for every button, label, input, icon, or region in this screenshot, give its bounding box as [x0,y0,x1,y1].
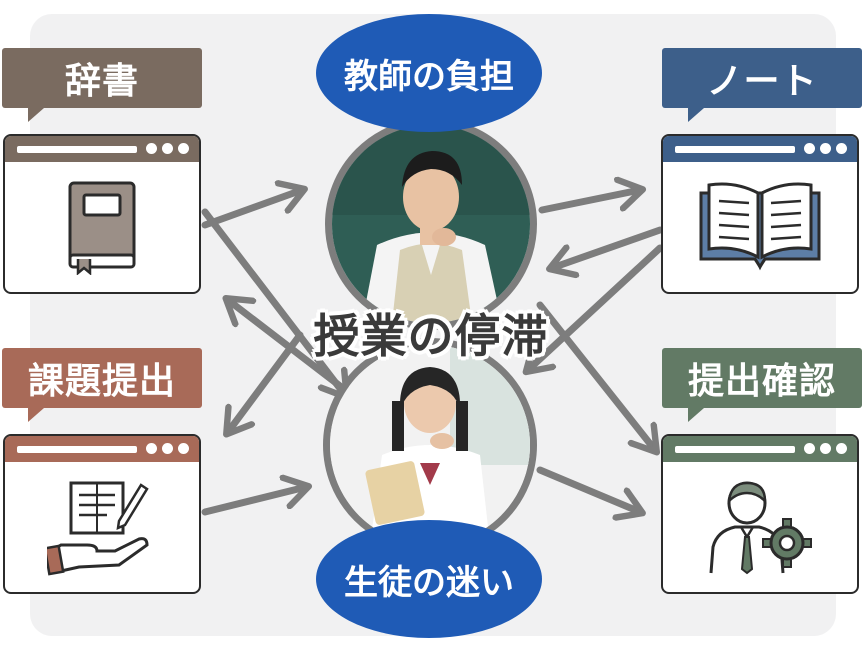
arrow-center-to-assignment [228,331,304,432]
submission-check-tag: 提出確認 [662,348,862,422]
arrow-student-to-check [536,466,640,512]
assignment-submission-tag: 課題提出 [2,348,202,422]
book-icon [68,181,136,275]
card-titlebar [5,436,199,462]
teacher-burden-bubble: 教師の負担 [316,14,542,132]
center-title: 授業の停滞 [313,309,549,363]
teacher-photo [325,118,537,330]
arrow-dictionary-to-teacher [201,190,302,229]
student-confusion-text: 生徒の迷い [344,562,514,603]
submission-check-card[interactable] [661,434,859,594]
assignment-submission-label: 課題提出 [27,361,176,402]
arrow-notes-to-student [528,244,664,370]
arrow-center-to-dictionary [228,300,344,390]
person-gear-icon [709,481,812,575]
arrow-dictionary-to-student [201,208,345,395]
card-titlebar [663,436,857,462]
dictionary-card[interactable] [3,134,201,294]
dictionary-label: 辞書 [64,61,139,102]
notes-tag: ノート [662,48,862,122]
card-titlebar [663,136,857,162]
open-book-icon [699,182,821,271]
submission-check-label: 提出確認 [687,361,836,402]
arrow-teacher-to-notes [538,190,640,214]
arrow-assignment-to-student [201,487,306,516]
dictionary-tag: 辞書 [2,48,202,122]
notes-card[interactable] [661,134,859,294]
teacher-burden-text: 教師の負担 [344,56,514,97]
card-titlebar [5,136,199,162]
arrow-teacher-to-check [536,301,655,450]
notes-label: ノート [706,61,818,102]
assignment-submission-card[interactable] [3,434,201,594]
student-confusion-bubble: 生徒の迷い [316,520,542,638]
hand-document-icon [47,481,149,576]
arrow-notes-to-teacher [552,226,664,268]
